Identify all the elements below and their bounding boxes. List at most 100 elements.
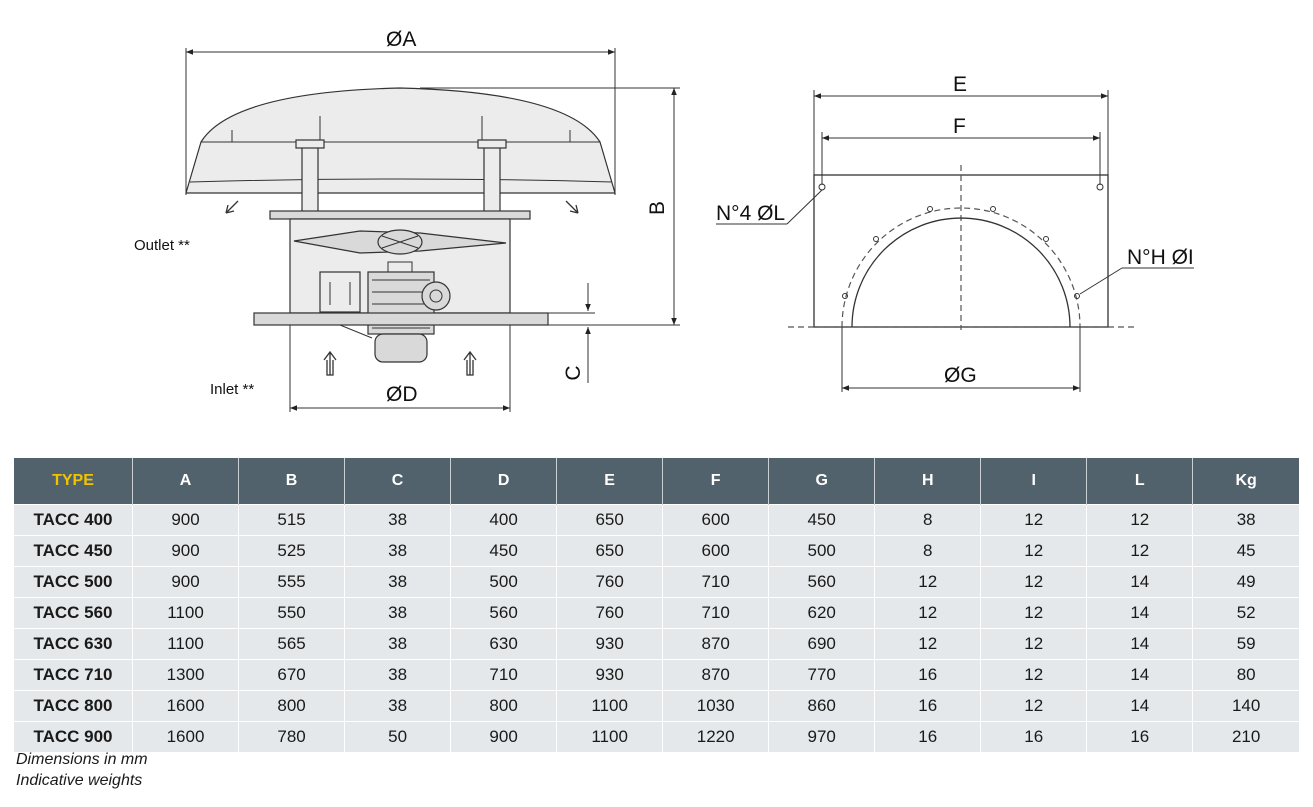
holes-i-label: N°H ØI — [1127, 246, 1194, 269]
value-cell: 690 — [768, 628, 876, 660]
value-cell: 12 — [980, 690, 1088, 722]
value-cell: 14 — [1086, 690, 1194, 722]
value-cell: 450 — [768, 504, 876, 536]
value-cell: 560 — [450, 597, 558, 629]
value-cell: 515 — [238, 504, 346, 536]
footnotes: Dimensions in mm Indicative weights — [16, 749, 148, 791]
value-cell: 550 — [238, 597, 346, 629]
type-cell: TACC 500 — [14, 566, 133, 598]
value-cell: 45 — [1192, 535, 1299, 567]
value-cell: 870 — [662, 628, 770, 660]
header-e: E — [556, 458, 664, 505]
value-cell: 8 — [874, 535, 982, 567]
value-cell: 1100 — [556, 721, 664, 752]
value-cell: 12 — [1086, 504, 1194, 536]
dim-f-label: F — [953, 115, 966, 138]
technical-drawing: ØA B C ØD Outlet ** Inlet ** — [134, 28, 1194, 412]
value-cell: 12 — [874, 628, 982, 660]
value-cell: 12 — [980, 535, 1088, 567]
value-cell: 900 — [132, 535, 240, 567]
value-cell: 38 — [344, 659, 452, 691]
value-cell: 38 — [344, 566, 452, 598]
dim-c-label: C — [562, 365, 585, 380]
type-cell: TACC 560 — [14, 597, 133, 629]
value-cell: 38 — [1192, 504, 1299, 536]
value-cell: 140 — [1192, 690, 1299, 722]
value-cell: 710 — [450, 659, 558, 691]
value-cell: 860 — [768, 690, 876, 722]
value-cell: 12 — [980, 504, 1088, 536]
header-kg: Kg — [1192, 458, 1299, 505]
value-cell: 900 — [132, 566, 240, 598]
value-cell: 500 — [450, 566, 558, 598]
value-cell: 14 — [1086, 597, 1194, 629]
value-cell: 12 — [980, 628, 1088, 660]
fan-side-view: ØA B C ØD Outlet ** Inlet ** — [134, 28, 680, 412]
value-cell: 12 — [980, 597, 1088, 629]
value-cell: 525 — [238, 535, 346, 567]
dim-e-label: E — [953, 73, 967, 96]
value-cell: 770 — [768, 659, 876, 691]
header-h: H — [874, 458, 982, 505]
type-cell: TACC 400 — [14, 504, 133, 536]
value-cell: 16 — [874, 721, 982, 752]
value-cell: 12 — [874, 597, 982, 629]
type-cell: TACC 630 — [14, 628, 133, 660]
value-cell: 50 — [344, 721, 452, 752]
footnote-units: Dimensions in mm — [16, 751, 148, 768]
value-cell: 650 — [556, 535, 664, 567]
value-cell: 600 — [662, 535, 770, 567]
outlet-label: Outlet ** — [134, 237, 190, 254]
value-cell: 600 — [662, 504, 770, 536]
dim-b-label: B — [646, 201, 669, 215]
value-cell: 555 — [238, 566, 346, 598]
value-cell: 560 — [768, 566, 876, 598]
value-cell: 1300 — [132, 659, 240, 691]
header-a: A — [132, 458, 240, 505]
value-cell: 38 — [344, 504, 452, 536]
value-cell: 12 — [874, 566, 982, 598]
value-cell: 1100 — [132, 628, 240, 660]
value-cell: 38 — [344, 628, 452, 660]
value-cell: 14 — [1086, 628, 1194, 660]
table-header-row: TYPE A B C D E F G H I L Kg — [14, 458, 1299, 505]
type-cell: TACC 450 — [14, 535, 133, 567]
value-cell: 1100 — [132, 597, 240, 629]
header-d: D — [450, 458, 558, 505]
value-cell: 80 — [1192, 659, 1299, 691]
value-cell: 1600 — [132, 721, 240, 752]
type-cell: TACC 800 — [14, 690, 133, 722]
value-cell: 38 — [344, 597, 452, 629]
value-cell: 59 — [1192, 628, 1299, 660]
dim-g-label: ØG — [944, 364, 977, 387]
value-cell: 500 — [768, 535, 876, 567]
value-cell: 870 — [662, 659, 770, 691]
value-cell: 16 — [1086, 721, 1194, 752]
value-cell: 12 — [980, 659, 1088, 691]
dim-d-label: ØD — [386, 383, 418, 406]
value-cell: 1030 — [662, 690, 770, 722]
value-cell: 12 — [980, 566, 1088, 598]
value-cell: 400 — [450, 504, 558, 536]
value-cell: 620 — [768, 597, 876, 629]
header-c: C — [344, 458, 452, 505]
value-cell: 710 — [662, 566, 770, 598]
value-cell: 970 — [768, 721, 876, 752]
value-cell: 16 — [874, 690, 982, 722]
value-cell: 630 — [450, 628, 558, 660]
value-cell: 650 — [556, 504, 664, 536]
value-cell: 16 — [980, 721, 1088, 752]
value-cell: 210 — [1192, 721, 1299, 752]
value-cell: 565 — [238, 628, 346, 660]
value-cell: 38 — [344, 690, 452, 722]
dim-a-label: ØA — [386, 28, 416, 51]
value-cell: 780 — [238, 721, 346, 752]
value-cell: 1100 — [556, 690, 664, 722]
value-cell: 1220 — [662, 721, 770, 752]
